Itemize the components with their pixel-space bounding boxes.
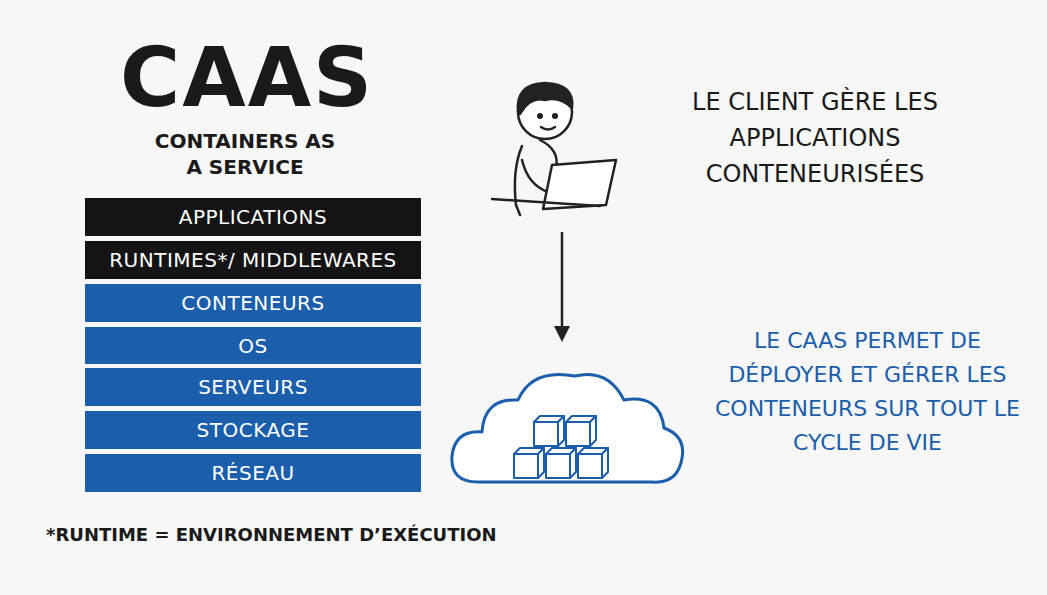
layer-label: STOCKAGE [197, 418, 310, 442]
cube-face [578, 454, 602, 478]
container-cubes [514, 416, 608, 478]
person-back [515, 146, 522, 205]
cube [578, 448, 608, 478]
cube [514, 448, 544, 478]
person-eye [538, 114, 542, 118]
layer-band: STOCKAGE [85, 411, 421, 449]
person-eye [553, 114, 557, 118]
arrow-head [554, 326, 570, 342]
cloud [452, 374, 683, 482]
cube-face [546, 454, 570, 478]
cube-side [570, 448, 576, 478]
cube-side [538, 448, 544, 478]
cube-side [602, 448, 608, 478]
layer-label: RUNTIMES*/ MIDDLEWARES [109, 248, 397, 272]
cube [534, 416, 564, 446]
laptop-base [492, 199, 600, 206]
layer-band: RUNTIMES*/ MIDDLEWARES [85, 241, 421, 279]
arrow-line [561, 232, 564, 328]
layer-label: OS [238, 334, 267, 358]
layer-label: SERVEURS [198, 375, 308, 399]
cube-face [514, 454, 538, 478]
person-arm [522, 160, 548, 192]
person-smile [541, 127, 555, 130]
layer-band: APPLICATIONS [85, 198, 421, 236]
layer-label: APPLICATIONS [179, 205, 327, 229]
cube-face [534, 422, 558, 446]
cloud-outline [452, 374, 683, 482]
layer-band: SERVEURS [85, 368, 421, 406]
footnote: *RUNTIME = ENVIRONNEMENT D’EXÉCUTION [46, 522, 546, 548]
title: CAAS [120, 28, 370, 128]
person-hair [518, 83, 573, 114]
layer-label: RÉSEAU [211, 461, 294, 485]
layer-band: RÉSEAU [85, 454, 421, 492]
layer-band: OS [85, 327, 421, 364]
person-body [516, 205, 520, 215]
cube-side [558, 416, 564, 446]
client-note: LE CLIENT GÈRE LES APPLICATIONS CONTENEU… [640, 84, 990, 192]
flow-arrow [554, 232, 570, 342]
layer-band: CONTENEURS [85, 284, 421, 322]
person-with-laptop [492, 83, 616, 215]
caas-note: LE CAAS PERMET DE DÉPLOYER ET GÉRER LES … [700, 324, 1035, 460]
subtitle: CONTAINERS AS A SERVICE [150, 128, 340, 180]
laptop-screen [543, 160, 616, 209]
cube [566, 416, 596, 446]
cube-face [566, 422, 590, 446]
cube-side [590, 416, 596, 446]
layer-label: CONTENEURS [181, 291, 324, 315]
cube [546, 448, 576, 478]
